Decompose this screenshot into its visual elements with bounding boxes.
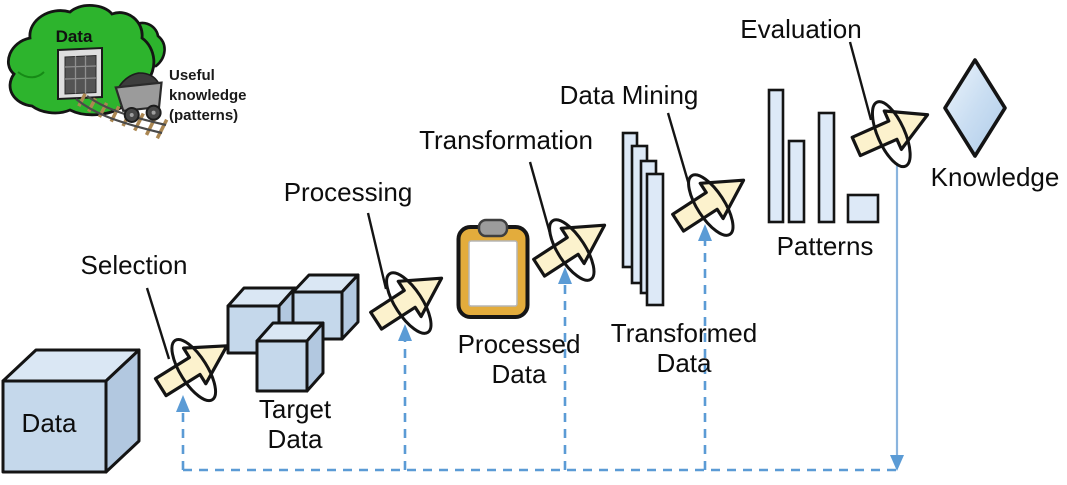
mine-entrance-grid bbox=[64, 56, 97, 94]
up-arrowhead-processing bbox=[398, 324, 412, 341]
transformation-label: Transformation bbox=[419, 125, 593, 155]
mountain-data-label: Data bbox=[55, 27, 93, 46]
transformed-data-label-line2: Data bbox=[656, 348, 712, 378]
clipboard-icon bbox=[456, 218, 530, 319]
mine-entrance-opening bbox=[64, 54, 97, 95]
transformed-data-sheets-icon bbox=[621, 131, 665, 307]
feedback-loop-lines bbox=[181, 163, 899, 472]
selection-label: Selection bbox=[80, 250, 188, 280]
mountain-shadow-line bbox=[17, 71, 45, 79]
processing-pointer-line bbox=[366, 212, 388, 290]
up-arrowhead-data-mining bbox=[698, 224, 712, 241]
evaluation-label: Evaluation bbox=[740, 14, 862, 44]
selection-pointer-line bbox=[145, 287, 171, 360]
mine-cart-wheel-hub bbox=[151, 110, 156, 115]
data-mine-illustration bbox=[7, 4, 169, 140]
target-data-label-line1: Target bbox=[258, 394, 332, 424]
label-pointer-lines bbox=[145, 41, 873, 360]
transformed-data-label: Transformed Data bbox=[611, 318, 757, 378]
useful-knowledge-caption-line3: (patterns) bbox=[169, 107, 239, 124]
patterns-label: Patterns bbox=[776, 231, 874, 261]
down-arrowhead-evaluation bbox=[890, 455, 904, 471]
transformation-step-arrow-icon bbox=[520, 196, 627, 302]
data-mining-pointer-line bbox=[666, 112, 691, 186]
useful-knowledge-caption: Useful knowledge (patterns) bbox=[169, 66, 247, 126]
processed-data-label: Processed Data bbox=[458, 329, 581, 389]
transformation-pointer-line bbox=[528, 161, 553, 238]
feedback-arrowheads bbox=[176, 224, 904, 471]
data-mining-step-arrow-icon bbox=[659, 151, 766, 257]
up-arrowhead-selection bbox=[176, 395, 190, 412]
transformed-data-label-line1: Transformed bbox=[610, 318, 758, 348]
data-cube-label: Data bbox=[21, 408, 77, 438]
processed-data-label-line2: Data bbox=[491, 359, 547, 389]
useful-knowledge-caption-line2: knowledge bbox=[169, 87, 247, 104]
mine-cart-icon bbox=[114, 72, 163, 123]
target-data-label-line2: Data bbox=[267, 424, 323, 454]
data-cube-icon bbox=[1, 348, 141, 474]
mine-cart-wheel-hub bbox=[129, 112, 134, 117]
evaluation-step-arrow-icon bbox=[841, 83, 945, 183]
patterns-bars-icon bbox=[767, 88, 880, 224]
useful-knowledge-caption-line1: Useful bbox=[169, 67, 215, 84]
target-data-label: Target Data bbox=[259, 394, 331, 454]
data-mining-label: Data Mining bbox=[559, 80, 699, 110]
evaluation-pointer-line bbox=[848, 41, 873, 121]
knowledge-diamond-icon bbox=[943, 58, 1007, 158]
processed-data-label-line1: Processed bbox=[457, 329, 581, 359]
up-arrowhead-transformation bbox=[558, 267, 572, 284]
target-data-cubes-icon bbox=[226, 273, 360, 393]
knowledge-label: Knowledge bbox=[930, 162, 1060, 192]
processing-label: Processing bbox=[283, 177, 413, 207]
